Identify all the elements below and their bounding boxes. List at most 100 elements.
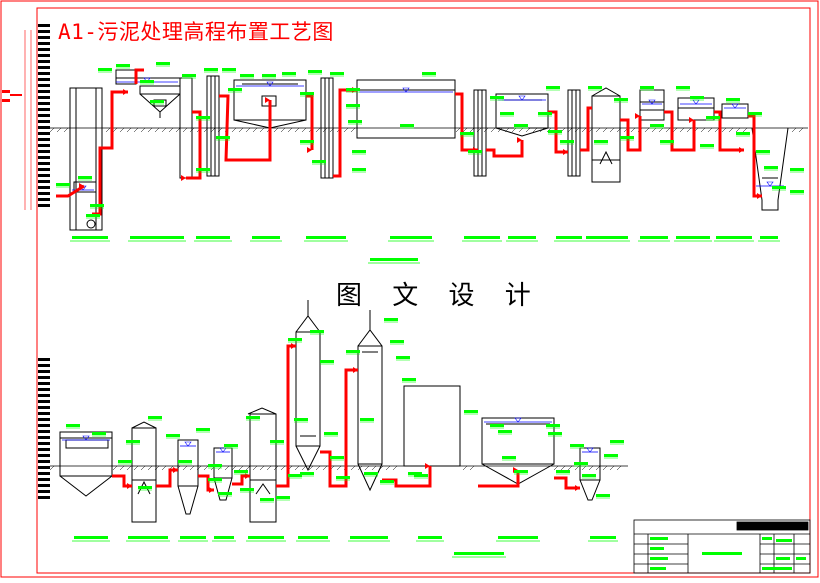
elevation-tag xyxy=(126,440,140,443)
title-block-cell-fill xyxy=(650,547,664,550)
structure-name-labels xyxy=(70,236,780,558)
water-level-icon xyxy=(402,87,410,93)
ground-hatch-icon xyxy=(56,127,62,133)
scale-tick xyxy=(38,442,50,445)
elevation-tag xyxy=(614,98,628,101)
sludge-pipe-segment xyxy=(620,116,642,152)
ground-hatch-icon xyxy=(469,127,475,133)
ground-hatch-icon xyxy=(49,127,55,133)
elevation-tag xyxy=(650,124,664,127)
elevation-tag xyxy=(66,424,80,427)
sludge-pipe-segment xyxy=(580,106,592,152)
elevation-tag xyxy=(610,440,624,443)
scale-tick xyxy=(38,370,50,373)
ground-hatch-icon xyxy=(238,127,244,133)
scale-tick xyxy=(38,156,50,159)
elevation-tag xyxy=(116,64,130,67)
scale-tick xyxy=(38,430,50,433)
structure-grit-chamber xyxy=(115,69,181,118)
sludge-pipe-segment xyxy=(134,68,144,84)
title-block-cell-fill xyxy=(776,539,792,542)
elevation-tag xyxy=(312,160,326,163)
title-block-cell-fill xyxy=(650,557,668,560)
arrow-marker-icon xyxy=(181,175,186,181)
ground-hatch-icon xyxy=(119,127,125,133)
sludge-pipe-segment xyxy=(333,88,357,178)
elevation-tag xyxy=(92,432,106,435)
scale-tick xyxy=(38,150,50,153)
ground-hatch-icon xyxy=(252,127,258,133)
arrow-marker-icon xyxy=(123,89,128,95)
scale-tick xyxy=(38,54,50,57)
elevation-tag xyxy=(604,454,618,457)
elevation-tag xyxy=(570,444,584,447)
elevation-tag xyxy=(138,486,152,489)
water-level-icon xyxy=(518,95,526,101)
elevation-tag xyxy=(514,124,528,127)
elevation-tag xyxy=(736,132,750,135)
scale-tick xyxy=(38,90,50,93)
ground-hatch-icon xyxy=(644,127,650,133)
scale-tick xyxy=(38,472,50,475)
arrow-marker-icon xyxy=(307,147,312,153)
arrow-marker-icon xyxy=(353,367,358,373)
scale-tick xyxy=(38,364,50,367)
ground-hatch-icon xyxy=(686,127,692,133)
scale-tick xyxy=(38,484,50,487)
water-levels xyxy=(62,77,784,453)
structure-name-label xyxy=(676,236,710,239)
arrow-marker-icon xyxy=(173,467,178,473)
ground-hatch-icon xyxy=(462,127,468,133)
elevation-tag xyxy=(346,88,360,91)
ground-hatch-icon xyxy=(609,465,615,471)
elevation-tag xyxy=(300,140,314,143)
elevation-tag xyxy=(346,104,360,107)
ground-hatch-icon xyxy=(315,465,321,471)
scale-tick xyxy=(38,424,50,427)
sludge-pipe-segment xyxy=(276,344,296,488)
elevation-tag xyxy=(400,124,414,127)
ground-line-bottom xyxy=(49,465,628,471)
ground-hatch-icon xyxy=(609,127,615,133)
arrow-marker-icon xyxy=(209,487,214,493)
arrow-marker-icon xyxy=(79,183,84,189)
scale-tick xyxy=(38,120,50,123)
scale-tick xyxy=(38,448,50,451)
structure-name-label xyxy=(248,536,284,539)
structure-name-label xyxy=(716,236,752,239)
elevation-tag xyxy=(764,166,778,169)
watermark-text: 图 文 设 计 xyxy=(336,281,542,311)
ground-hatch-icon xyxy=(259,465,265,471)
ground-hatch-icon xyxy=(133,465,139,471)
scale-tick xyxy=(38,48,50,51)
structure-name-label xyxy=(498,536,538,539)
arrow-marker-icon xyxy=(739,147,744,153)
scale-tick xyxy=(38,454,50,457)
water-level-icon xyxy=(514,417,522,423)
elevation-tag xyxy=(150,100,164,103)
scale-tick xyxy=(38,108,50,111)
structure-fine-screen xyxy=(206,75,220,177)
elevation-tag xyxy=(270,440,284,443)
elevation-tag xyxy=(620,136,634,139)
structure-name-label xyxy=(586,236,628,239)
elevation-tag xyxy=(218,492,232,495)
ground-hatch-icon xyxy=(371,465,377,471)
ground-hatch-icon xyxy=(336,465,342,471)
structure-sludge-hopper xyxy=(177,439,199,515)
ground-hatch-icon xyxy=(245,127,251,133)
scale-tick xyxy=(38,412,50,415)
elevation-tag xyxy=(352,168,366,171)
scale-tick xyxy=(38,460,50,463)
scale-tick xyxy=(38,162,50,165)
inner-frame xyxy=(36,7,811,574)
elevation-tag xyxy=(216,136,230,139)
structure-name-label xyxy=(418,536,442,539)
scale-tick xyxy=(38,60,50,63)
structure-name-label xyxy=(454,552,504,555)
ground-hatch-icon xyxy=(728,127,734,133)
elevation-tag xyxy=(182,74,196,77)
ground-hatch-icon xyxy=(189,465,195,471)
sludge-pipe-segment xyxy=(714,110,744,152)
